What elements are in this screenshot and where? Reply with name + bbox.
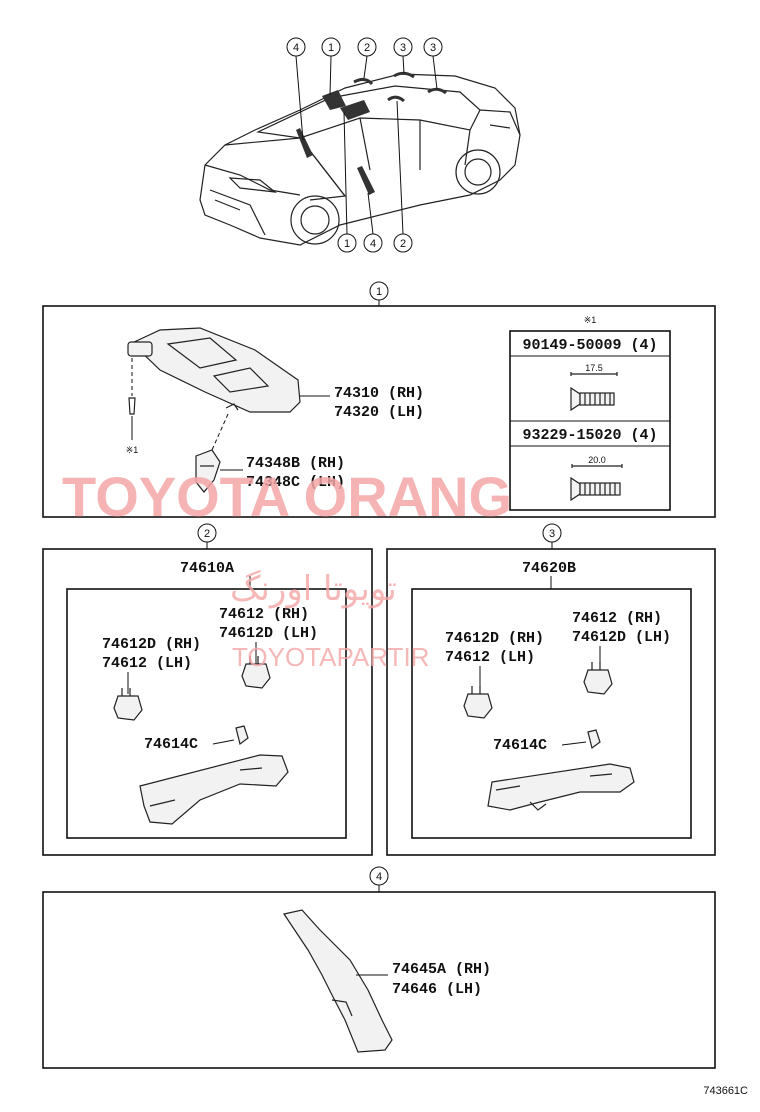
panel3-bracket-rh-1: 74612 (RH) [572,610,662,627]
callout-3-top-b: 3 [430,42,436,54]
callout-3-top-a: 3 [400,42,406,54]
car-illustration [199,71,521,246]
holder-rh-label: 74348B (RH) [246,455,345,472]
panel2-bracket-rh-2: 74612D (RH) [102,636,201,653]
panel2-grip [139,725,289,825]
visor-holder [195,413,229,493]
pillar-lh-label: 74646 (LH) [392,981,482,998]
callout-4-bottom: 4 [370,238,376,250]
panel2-callout: 2 [204,528,210,540]
panel2-assembly-label: 74610A [180,560,234,577]
watermark-url: TOYOTAPARTIR [232,642,429,672]
callout-4-top: 4 [293,42,299,54]
screw-table: ※1 90149-50009 (4) 93229-15020 (4) 17.5 … [509,315,671,511]
panel3-bracket-rh-2: 74612D (RH) [445,630,544,647]
watermark-latin: TOYOTA ORANG [62,465,512,528]
watermark-persian: تویوتا اورنگ [230,569,397,609]
screw-b-part-no: 93229-15020 (4) [522,427,657,444]
panel2-bracket-rh-1: 74612 (RH) [219,606,309,623]
panel1-callout: 1 [376,286,382,298]
sun-visor [127,327,301,413]
panel4-frame [42,891,716,1069]
panel3-grip [487,729,635,811]
panel1-frame [42,305,716,518]
panel3-frame [386,548,716,856]
panel2-clip-label: 74614C [144,736,198,753]
callout-1-top: 1 [328,42,334,54]
panel2-brackets [113,656,271,721]
panel3-clip-label: 74614C [493,737,547,754]
footer-code: 743661C [703,1085,748,1097]
screw-table-ref: ※1 [584,315,597,325]
panel2-bracket-lh-2: 74612 (LH) [102,655,192,672]
screw-a-part-no: 90149-50009 (4) [522,337,657,354]
screw-ref-left: ※1 [126,358,139,455]
screw-ref-mark: ※1 [126,445,139,455]
callout-2-top: 2 [364,42,370,54]
panel2-bracket-lh-1: 74612D (LH) [219,625,318,642]
visor-rh-label: 74310 (RH) [334,385,424,402]
panel3-bracket-lh-2: 74612 (LH) [445,649,535,666]
panel4-callout: 4 [376,871,382,883]
pillar-garnish [283,909,393,1053]
car-callouts-top: 4 1 2 3 3 [286,37,443,141]
panel3-bracket-lh-1: 74612D (LH) [572,629,671,646]
visor-lh-label: 74320 (LH) [334,404,424,421]
screw-a-length: 17.5 [585,363,603,373]
callout-2-bottom: 2 [400,238,406,250]
holder-lh-label: 74348C (LH) [246,474,345,491]
car-callouts-bottom: 1 4 2 [337,100,413,253]
panel3-callout: 3 [549,528,555,540]
callout-1-bottom: 1 [344,238,350,250]
pillar-rh-label: 74645A (RH) [392,961,491,978]
panel3-assembly-label: 74620B [522,560,576,577]
panel3-brackets [463,662,613,719]
panel2-frame [42,548,373,856]
screw-b-length: 20.0 [588,455,606,465]
